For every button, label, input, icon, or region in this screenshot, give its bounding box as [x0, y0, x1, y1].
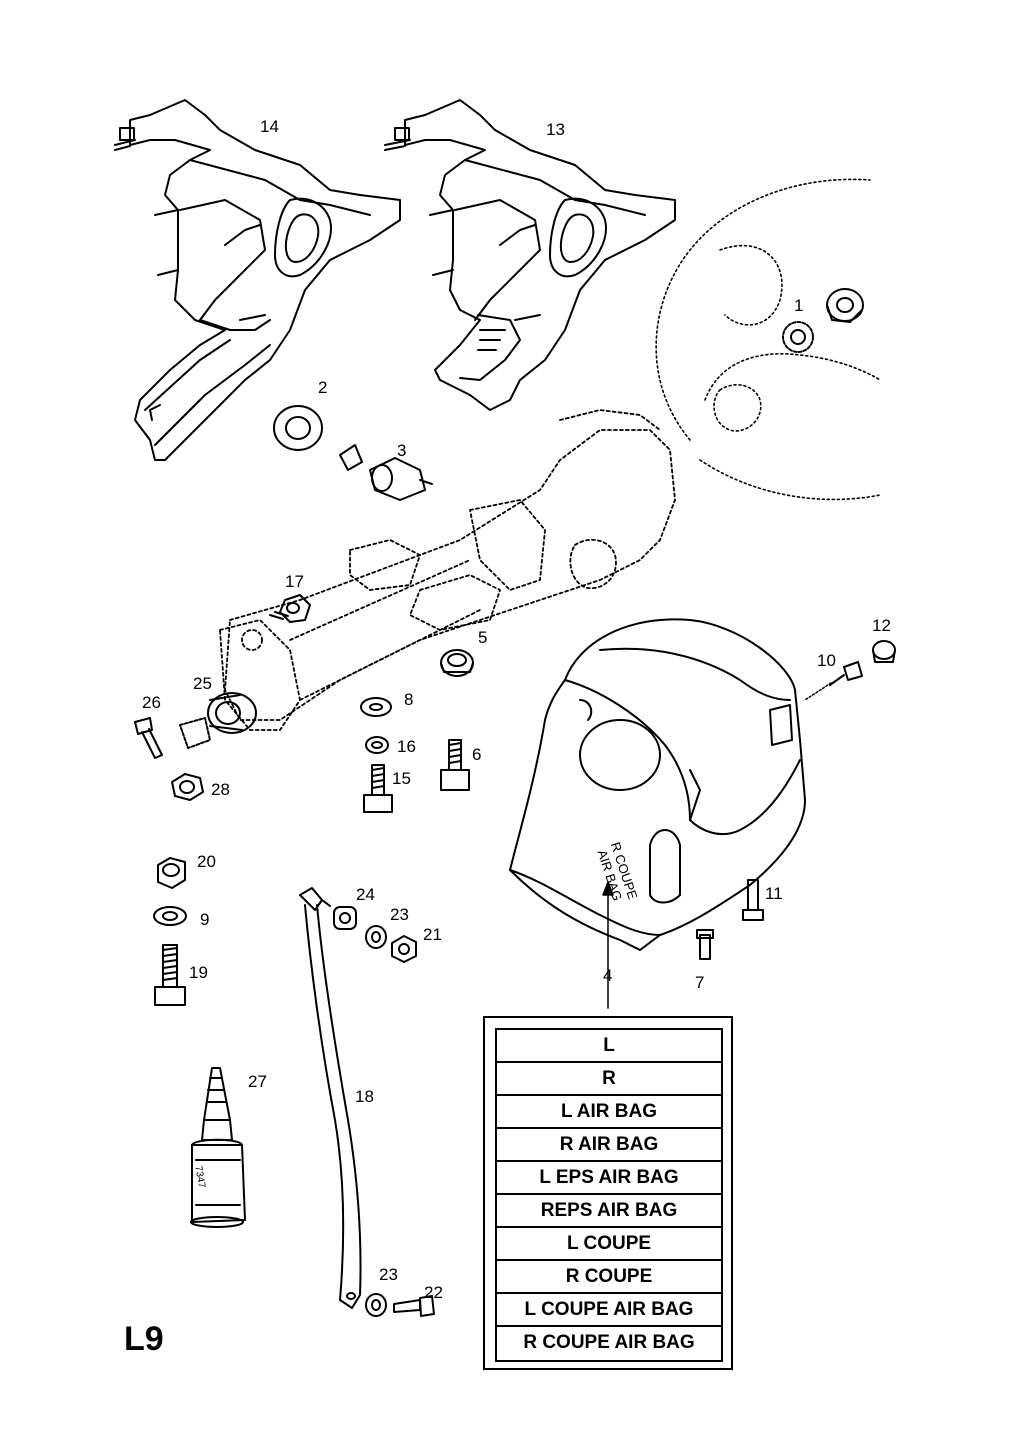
part-14-bracket	[114, 99, 401, 461]
variant-r-coupe[interactable]: R COUPE	[497, 1261, 721, 1294]
part-12-clip	[872, 640, 896, 663]
part-4-cover	[509, 618, 806, 951]
callout-17[interactable]: 17	[285, 572, 304, 591]
callout-27[interactable]: 27	[248, 1072, 267, 1091]
part-10-screw	[829, 661, 863, 686]
part-22-screw	[393, 1295, 435, 1317]
callout-22[interactable]: 22	[424, 1283, 443, 1302]
part-23-washer	[365, 925, 387, 949]
part-20-nut	[157, 857, 186, 889]
callout-25[interactable]: 25	[193, 674, 212, 693]
callout-7[interactable]: 7	[695, 973, 705, 992]
callout-12[interactable]: 12	[872, 616, 891, 635]
part-19-bolt	[154, 944, 186, 1006]
part-2-washer	[273, 405, 323, 451]
part-1-ring-nut	[782, 288, 864, 353]
part-25-clamp	[179, 692, 257, 749]
variant-l-coupe-air-bag[interactable]: L COUPE AIR BAG	[497, 1294, 721, 1327]
part-13-bracket	[384, 99, 676, 411]
callout-28[interactable]: 28	[211, 780, 230, 799]
variant-l-air-bag[interactable]: L AIR BAG	[497, 1096, 721, 1129]
part-15-screw	[363, 764, 393, 813]
part-28-nut	[171, 773, 204, 801]
sheet-code: L9	[124, 1320, 164, 1358]
part-8-washer	[360, 697, 392, 717]
part-18-strap	[299, 887, 362, 1309]
variant-r[interactable]: R	[497, 1063, 721, 1096]
callout-20[interactable]: 20	[197, 852, 216, 871]
variant-r-air-bag[interactable]: R AIR BAG	[497, 1129, 721, 1162]
callout-26[interactable]: 26	[142, 693, 161, 712]
callout-10[interactable]: 10	[817, 651, 836, 670]
steering-wheel-outline	[655, 178, 881, 501]
part-24-spacer	[333, 906, 357, 930]
part-6-screw	[440, 739, 470, 791]
part-4-variant-list: L R L AIR BAG R AIR BAG L EPS AIR BAG RE…	[495, 1028, 723, 1362]
callout-21[interactable]: 21	[423, 925, 442, 944]
callout-1[interactable]: 1	[794, 296, 804, 315]
variant-l-eps-air-bag[interactable]: L EPS AIR BAG	[497, 1162, 721, 1195]
part-4-variant-box: L R L AIR BAG R AIR BAG L EPS AIR BAG RE…	[483, 1016, 733, 1370]
callout-16[interactable]: 16	[397, 737, 416, 756]
callout-24[interactable]: 24	[356, 885, 375, 904]
callout-6[interactable]: 6	[472, 745, 482, 764]
steering-column	[219, 409, 676, 731]
callout-19[interactable]: 19	[189, 963, 208, 982]
variant-l[interactable]: L	[497, 1030, 721, 1063]
callout-9[interactable]: 9	[200, 910, 210, 929]
callout-2[interactable]: 2	[318, 378, 328, 397]
part-21-nut	[391, 935, 417, 963]
part-27-bottle	[190, 1067, 246, 1228]
callout-3[interactable]: 3	[397, 441, 407, 460]
callout-23-lower[interactable]: 23	[379, 1265, 398, 1284]
callout-11[interactable]: 11	[765, 884, 783, 903]
part-17-bolt	[269, 594, 311, 623]
variant-l-coupe[interactable]: L COUPE	[497, 1228, 721, 1261]
part-23-washer-lower	[365, 1293, 387, 1317]
part-5-grommet	[440, 649, 474, 677]
callout-15[interactable]: 15	[392, 769, 411, 788]
part-3-lock-barrel	[339, 444, 433, 501]
callout-8[interactable]: 8	[404, 690, 414, 709]
callout-18[interactable]: 18	[355, 1087, 374, 1106]
part-9-washer	[153, 906, 187, 926]
callout-23-upper[interactable]: 23	[390, 905, 409, 924]
callout-5[interactable]: 5	[478, 628, 488, 647]
part-11-screw	[742, 879, 764, 921]
variant-reps-air-bag[interactable]: REPS AIR BAG	[497, 1195, 721, 1228]
part-26-bolt	[134, 717, 163, 759]
part-16-washer	[365, 736, 389, 754]
callout-14[interactable]: 14	[260, 117, 279, 136]
callout-4[interactable]: 4	[603, 966, 613, 985]
part-7-screw	[696, 929, 714, 960]
callout-13[interactable]: 13	[546, 120, 565, 139]
leader-lines	[602, 682, 832, 1009]
variant-r-coupe-air-bag[interactable]: R COUPE AIR BAG	[523, 1332, 695, 1353]
